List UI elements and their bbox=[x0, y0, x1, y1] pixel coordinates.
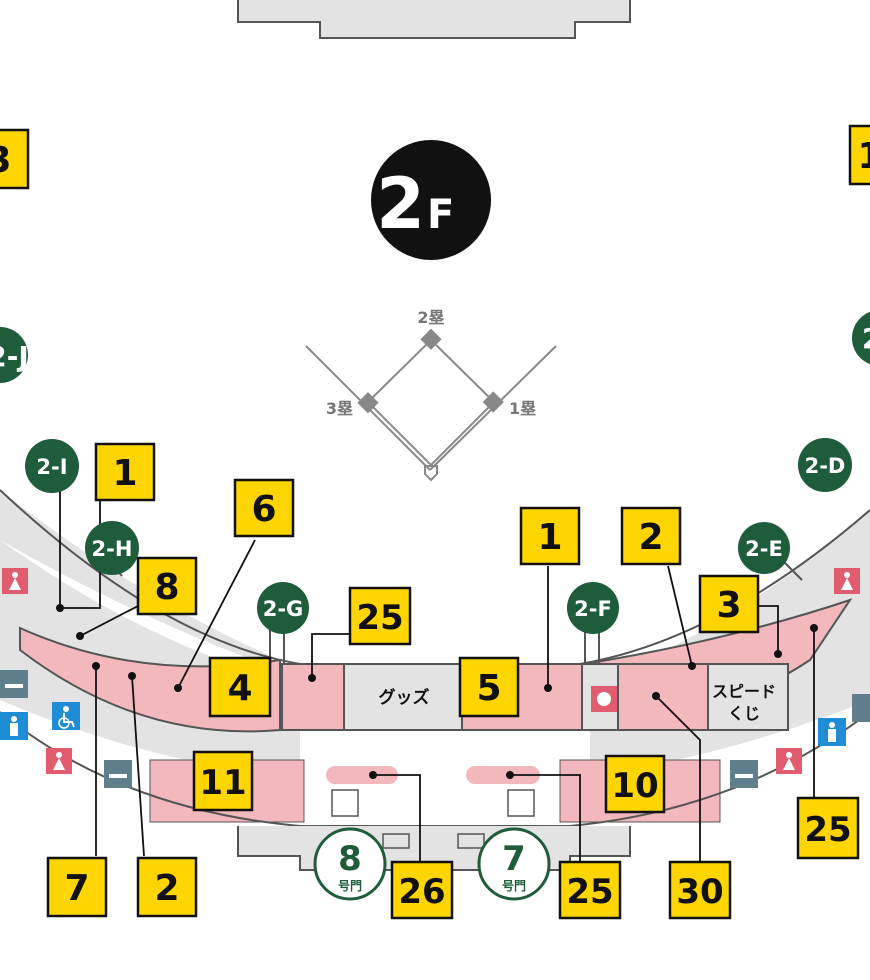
store-number-box: 4 bbox=[208, 656, 272, 718]
store-number-label: 5 bbox=[476, 668, 501, 709]
gate-8[interactable]: 8 号門 bbox=[313, 827, 387, 901]
store-number-label: 2 bbox=[154, 868, 179, 909]
entrance-2-H[interactable]: 2-H bbox=[85, 521, 139, 575]
store-number-box: 7 bbox=[46, 856, 108, 918]
svg-text:2-H: 2-H bbox=[92, 537, 133, 561]
store-number-box: 3 bbox=[698, 574, 760, 634]
floor-number: 2 bbox=[376, 163, 425, 245]
first-base bbox=[482, 391, 504, 413]
store-number-label: 11 bbox=[199, 763, 246, 803]
store-number-label: 8 bbox=[154, 567, 179, 608]
goods-label: グッズ bbox=[379, 687, 430, 708]
store-number-box: 2 bbox=[620, 506, 682, 566]
store-number-label: 25 bbox=[356, 598, 403, 638]
store-number-label: 4 bbox=[227, 668, 252, 709]
counter-pill-right bbox=[466, 766, 540, 784]
svg-text:2-I: 2-I bbox=[36, 455, 67, 479]
store-number-box: 2 bbox=[136, 856, 198, 918]
entrance-2-G[interactable]: 2-G bbox=[257, 582, 309, 634]
smoking-area-icon bbox=[0, 670, 28, 698]
turnstiles bbox=[331, 789, 535, 849]
entrance-2-F[interactable]: 2-F bbox=[567, 582, 619, 634]
floor-badge: 2 F bbox=[371, 140, 491, 260]
speed-kuji-label-line2: くじ bbox=[728, 704, 760, 723]
leader-dots bbox=[56, 604, 818, 779]
svg-text:2-F: 2-F bbox=[574, 597, 612, 621]
leader-lines bbox=[59, 482, 815, 866]
store-number-label: 7 bbox=[64, 868, 89, 909]
third-base bbox=[357, 392, 379, 414]
restroom-women-icon bbox=[2, 568, 28, 594]
goods-area bbox=[343, 663, 463, 731]
upper-structure bbox=[237, 0, 631, 39]
store-number-label: 1 bbox=[857, 136, 870, 177]
restroom-women-icon bbox=[834, 568, 860, 594]
gate-8-number: 8 bbox=[338, 839, 362, 879]
restroom-women-icon bbox=[776, 748, 802, 774]
store-number-box: 26 bbox=[390, 860, 454, 920]
home-plate bbox=[424, 465, 438, 482]
gate-7[interactable]: 7 号門 bbox=[477, 827, 551, 901]
counter-pill-left bbox=[326, 766, 398, 784]
store-number-label: 6 bbox=[251, 489, 276, 530]
store-number-label: 10 bbox=[611, 766, 658, 806]
store-number-box: 1 bbox=[94, 442, 156, 502]
store-number-box: 1 bbox=[519, 506, 581, 566]
store-number-label: 3 bbox=[0, 140, 12, 181]
store-number-box: 6 bbox=[233, 478, 295, 538]
store-number-boxes: 31168254512311107226253025 bbox=[0, 124, 870, 920]
restroom-women-icon bbox=[46, 748, 72, 774]
svg-text:2-J: 2-J bbox=[0, 340, 29, 373]
entrance-2-I[interactable]: 2-I bbox=[25, 439, 79, 493]
store-number-label: 1 bbox=[112, 453, 137, 494]
store-number-box: 3 bbox=[0, 128, 30, 190]
store-number-box: 11 bbox=[192, 750, 254, 812]
store-number-box: 1 bbox=[848, 124, 870, 186]
accessible-restroom-icon bbox=[52, 702, 80, 730]
svg-text:2-D: 2-D bbox=[805, 454, 846, 478]
entrance-2-C-partial[interactable]: 2 bbox=[852, 310, 870, 366]
floor-suffix: F bbox=[427, 192, 454, 238]
store-number-label: 2 bbox=[638, 517, 663, 558]
store-number-box: 30 bbox=[668, 860, 732, 920]
entrance-2-D[interactable]: 2-D bbox=[798, 438, 852, 492]
smoking-area-icon bbox=[730, 760, 758, 788]
right-concourse-inner bbox=[617, 663, 709, 731]
speed-kuji-label-line1: スピード bbox=[712, 682, 776, 701]
entrance-2-E[interactable]: 2-E bbox=[738, 522, 790, 574]
speed-kuji-area bbox=[707, 663, 789, 731]
store-number-label: 30 bbox=[676, 872, 723, 912]
store-number-label: 25 bbox=[804, 810, 851, 850]
smoking-area-icon bbox=[852, 694, 870, 722]
entrance-2-J[interactable]: 2-J bbox=[0, 327, 29, 383]
store-number-box: 8 bbox=[136, 556, 198, 616]
restroom-men-icon bbox=[0, 712, 28, 740]
svg-text:2: 2 bbox=[862, 322, 870, 355]
gate-7-number: 7 bbox=[502, 839, 526, 879]
store-number-box: 5 bbox=[458, 656, 520, 718]
center-concourse-left bbox=[281, 663, 345, 731]
store-number-box: 25 bbox=[796, 796, 860, 860]
gate-8-label: 号門 bbox=[338, 878, 362, 893]
store-number-label: 3 bbox=[716, 585, 741, 626]
store-number-label: 1 bbox=[537, 517, 562, 558]
third-base-label: 3塁 bbox=[326, 399, 353, 418]
store-number-box: 25 bbox=[348, 586, 412, 646]
second-base-label: 2塁 bbox=[417, 308, 444, 327]
store-number-label: 25 bbox=[566, 872, 613, 912]
second-base bbox=[420, 328, 442, 350]
bases bbox=[357, 328, 504, 482]
nursing-room-icon bbox=[591, 686, 617, 712]
gate-7-label: 号門 bbox=[502, 878, 526, 893]
smoking-area-icon bbox=[104, 760, 132, 788]
svg-text:2-E: 2-E bbox=[745, 537, 783, 561]
store-number-box: 10 bbox=[604, 754, 666, 814]
restroom-men-icon bbox=[818, 718, 846, 746]
svg-text:2-G: 2-G bbox=[263, 597, 304, 621]
first-base-label: 1塁 bbox=[509, 399, 536, 418]
store-number-box: 25 bbox=[558, 860, 622, 920]
store-number-label: 26 bbox=[398, 872, 445, 912]
